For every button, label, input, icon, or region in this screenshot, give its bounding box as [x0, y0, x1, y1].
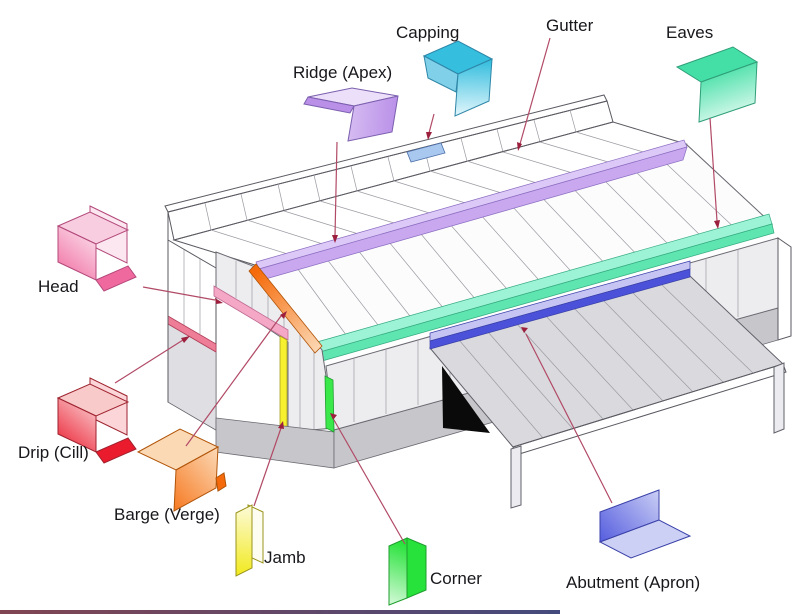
head-flashing-icon: [56, 205, 137, 292]
shadow-triangle: [442, 366, 490, 433]
annotation-arrows: [114, 37, 720, 545]
left-pier-wall: [167, 212, 217, 431]
drip-arrow-head: [181, 336, 190, 343]
jamb-label: Jamb: [264, 548, 306, 567]
jamb-arrow: [253, 427, 282, 507]
drip-arrow: [114, 339, 184, 384]
eaves-flashing-icon: [675, 46, 759, 123]
barge-arrow-head: [280, 311, 287, 319]
corner-label: Corner: [430, 569, 482, 588]
corner-flashing-icon: [388, 537, 427, 606]
gutter-arrow-head: [517, 142, 522, 151]
capping-arrow: [428, 113, 435, 134]
barge-arrow: [185, 315, 282, 447]
capping-strip-highlight: [406, 142, 446, 163]
barge-strip-highlight: [248, 263, 323, 354]
corner-strip-highlight: [324, 375, 335, 433]
head-arrow-head: [215, 298, 223, 304]
ridge-flashing-icon: [303, 87, 399, 142]
eaves-arrow: [709, 117, 718, 222]
abutment-arrow-head: [521, 327, 528, 333]
head-label: Head: [38, 277, 79, 296]
canopy-leg: [510, 445, 522, 509]
parapet-wall: [164, 94, 614, 241]
abutment-arrow: [525, 333, 613, 504]
head-arrow: [142, 286, 216, 301]
canopy-roof: [429, 275, 787, 509]
part-labels: Ridge (Apex) Capping Gutter Eaves Head D…: [18, 16, 713, 592]
drip-flashing-icon: [56, 377, 137, 464]
ridge-arrow: [334, 141, 338, 237]
ridge-label: Ridge (Apex): [293, 63, 392, 82]
building-illustration: [164, 94, 792, 509]
abutment-strip-highlight: [429, 260, 691, 350]
drip-label: Drip (Cill): [18, 443, 89, 462]
barge-label: Barge (Verge): [114, 505, 220, 524]
eaves-label: Eaves: [666, 23, 713, 42]
gutter-arrow: [519, 37, 551, 145]
jamb-arrow-head: [278, 421, 284, 429]
bottom-edge-bar: [0, 610, 560, 614]
eaves-arrow-head: [714, 220, 720, 229]
barge-flashing-icon: [136, 428, 227, 512]
capping-label: Capping: [396, 23, 459, 42]
abutment-label: Abutment (Apron): [566, 573, 700, 592]
capping-arrow-head: [426, 132, 432, 140]
jamb-flashing-icon: [235, 504, 264, 577]
canopy-leg: [773, 362, 785, 434]
gutter-label: Gutter: [546, 16, 594, 35]
corner-arrow: [333, 419, 406, 545]
corner-arrow-head: [330, 413, 337, 420]
abutment-flashing-icon: [598, 489, 692, 559]
right-end-wall: [777, 237, 792, 341]
head-strip-highlight: [213, 285, 289, 341]
jamb-strip-highlight: [279, 335, 288, 431]
ridge-arrow-head: [332, 235, 338, 243]
capping-flashing-icon: [422, 40, 494, 117]
